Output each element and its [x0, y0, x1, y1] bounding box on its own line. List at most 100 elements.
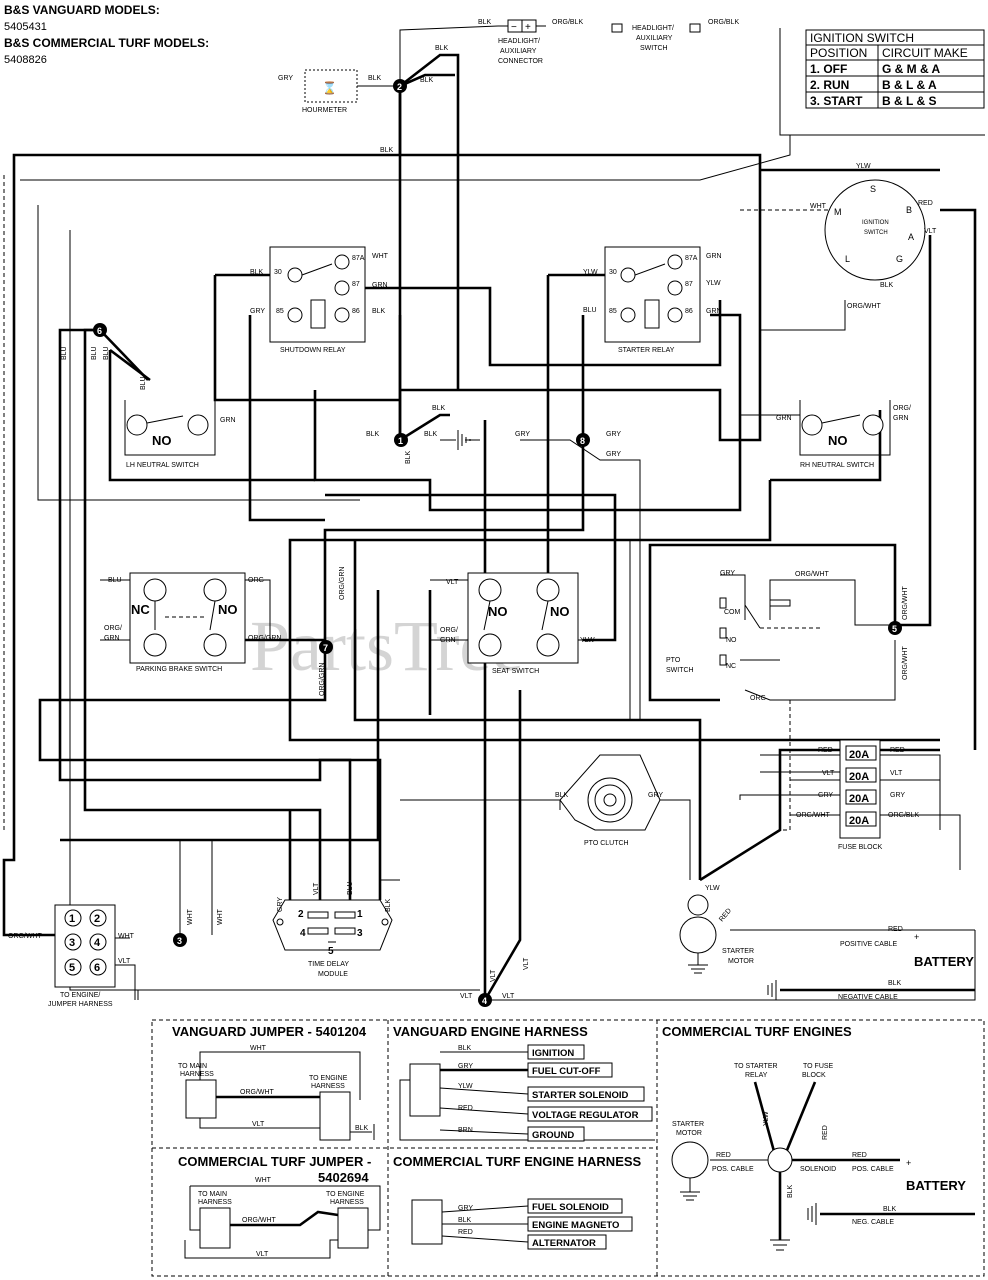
svg-text:ORG/GRN: ORG/GRN: [248, 635, 281, 642]
svg-text:BLK: BLK: [555, 792, 569, 799]
svg-text:POSITIVE CABLE: POSITIVE CABLE: [840, 941, 898, 948]
ignition-switch-table: IGNITION SWITCH POSITION CIRCUIT MAKE 1.…: [779, 28, 985, 136]
svg-text:VLT: VLT: [822, 770, 835, 777]
svg-text:VLT: VLT: [446, 579, 459, 586]
svg-text:RED: RED: [458, 1229, 473, 1236]
svg-text:YLW: YLW: [458, 1083, 473, 1090]
commercial-turf-engines: TO STARTER RELAY TO FUSE BLOCK STARTER M…: [671, 1063, 975, 1251]
svg-text:NEG. CABLE: NEG. CABLE: [852, 1219, 894, 1226]
svg-text:87: 87: [685, 281, 693, 288]
svg-text:YLW: YLW: [583, 269, 598, 276]
svg-text:2: 2: [298, 909, 304, 920]
svg-text:BLK: BLK: [368, 75, 382, 82]
svg-text:HARNESS: HARNESS: [311, 1083, 345, 1090]
svg-text:TO ENGINE: TO ENGINE: [326, 1191, 365, 1198]
svg-text:RED: RED: [818, 747, 833, 754]
header-line3: B&S COMMERCIAL TURF MODELS:: [4, 36, 209, 50]
vj-title: VANGUARD JUMPER - 5401204: [172, 1024, 367, 1039]
svg-text:VLT: VLT: [460, 993, 473, 1000]
svg-text:PTO CLUTCH: PTO CLUTCH: [584, 840, 629, 847]
svg-text:IGNITION: IGNITION: [862, 220, 889, 226]
header-line2: 5405431: [4, 21, 47, 33]
svg-text:VLT: VLT: [490, 969, 497, 982]
svg-text:MOTOR: MOTOR: [728, 958, 754, 965]
svg-text:YLW: YLW: [856, 163, 871, 170]
hourmeter: ⌛ HOURMETER GRY BLK: [278, 69, 398, 114]
svg-text:BLOCK: BLOCK: [802, 1072, 826, 1079]
svg-text:WHT: WHT: [810, 203, 827, 210]
svg-text:VLT: VLT: [256, 1251, 269, 1258]
svg-text:VLT: VLT: [523, 957, 530, 970]
fuse-block: 20A 20A 20A 20A FUSE BLOCK RED VLT GRY O…: [796, 739, 919, 851]
svg-text:NEGATIVE CABLE: NEGATIVE CABLE: [838, 994, 898, 1001]
svg-text:GRN: GRN: [706, 253, 722, 260]
ign-table-title: IGNITION SWITCH: [810, 31, 914, 45]
svg-text:TO FUSE: TO FUSE: [803, 1063, 834, 1070]
svg-text:GRN: GRN: [372, 282, 388, 289]
svg-text:BLK: BLK: [424, 431, 438, 438]
starter-relay: 30 87A 87 85 86 STARTER RELAY YLW GRN YL…: [583, 246, 722, 354]
svg-text:WHT: WHT: [255, 1177, 272, 1184]
svg-text:5: 5: [69, 962, 75, 974]
svg-text:WHT: WHT: [250, 1045, 267, 1052]
svg-text:ORG/: ORG/: [893, 405, 911, 412]
svg-text:1: 1: [398, 436, 403, 446]
svg-text:ORG/GRN: ORG/GRN: [339, 567, 346, 600]
svg-text:WHT: WHT: [217, 908, 224, 925]
svg-text:WHT: WHT: [372, 253, 389, 260]
svg-text:STARTER: STARTER: [722, 948, 754, 955]
svg-text:SWITCH: SWITCH: [864, 230, 888, 236]
svg-text:TO ENGINE/: TO ENGINE/: [60, 992, 100, 999]
svg-text:STARTER RELAY: STARTER RELAY: [618, 347, 675, 354]
svg-text:VLT: VLT: [252, 1121, 265, 1128]
wire-labels: BLK BLK BLK BLU BLU BLU VLT VLT VLT VLT: [61, 45, 530, 1000]
svg-text:FUEL SOLENOID: FUEL SOLENOID: [532, 1202, 609, 1213]
svg-text:HARNESS: HARNESS: [198, 1199, 232, 1206]
svg-text:20A: 20A: [849, 771, 869, 783]
header-line1: B&S VANGUARD MODELS:: [4, 3, 160, 17]
svg-text:BLK: BLK: [250, 269, 264, 276]
time-delay-module: 2 1 4 3 5 TIME DELAY MODULE VLT BLU GRY …: [272, 881, 393, 978]
svg-text:NO: NO: [218, 602, 238, 617]
svg-text:BLK: BLK: [405, 450, 412, 464]
svg-text:BLK: BLK: [888, 980, 902, 987]
svg-text:NO: NO: [152, 433, 172, 448]
svg-text:ORG/WHT: ORG/WHT: [8, 933, 43, 940]
ground-icon: [440, 430, 471, 450]
svg-text:AUXILIARY: AUXILIARY: [500, 48, 537, 55]
svg-text:VOLTAGE REGULATOR: VOLTAGE REGULATOR: [532, 1110, 639, 1121]
svg-text:HEADLIGHT/: HEADLIGHT/: [498, 38, 540, 45]
header-line4: 5408826: [4, 54, 47, 66]
node-1: 1: [394, 433, 408, 447]
svg-text:BLK: BLK: [478, 19, 492, 26]
commercial-turf-jumper: TO MAIN HARNESS TO ENGINE HARNESS WHT OR…: [184, 1177, 381, 1259]
engine-harness-connector: 1 2 3 4 5 6 TO ENGINE/ JUMPER HARNESS OR…: [8, 904, 224, 1008]
svg-text:STARTER SOLENOID: STARTER SOLENOID: [532, 1090, 629, 1101]
svg-text:FUSE BLOCK: FUSE BLOCK: [838, 844, 883, 851]
svg-text:GRY: GRY: [890, 792, 905, 799]
svg-text:PTO: PTO: [666, 657, 681, 664]
svg-text:A: A: [908, 232, 914, 242]
svg-text:RED: RED: [458, 1105, 473, 1112]
svg-text:JUMPER HARNESS: JUMPER HARNESS: [48, 1001, 113, 1008]
svg-text:RED: RED: [822, 1125, 829, 1140]
svg-text:BLU: BLU: [61, 346, 68, 360]
svg-text:YLW: YLW: [706, 280, 721, 287]
svg-text:GRY: GRY: [818, 792, 833, 799]
svg-text:YLW: YLW: [580, 637, 595, 644]
svg-text:GRY: GRY: [648, 792, 663, 799]
svg-text:87: 87: [352, 281, 360, 288]
svg-text:RED: RED: [888, 926, 903, 933]
svg-text:ORG/WHT: ORG/WHT: [240, 1089, 275, 1096]
svg-text:GRY: GRY: [720, 570, 735, 577]
svg-text:HOURMETER: HOURMETER: [302, 107, 347, 114]
svg-text:1: 1: [357, 909, 363, 920]
svg-text:−: −: [511, 22, 517, 33]
svg-text:ORG/WHT: ORG/WHT: [902, 645, 909, 680]
svg-text:87A: 87A: [352, 255, 365, 262]
svg-text:COM: COM: [724, 609, 741, 616]
node-6: 6: [93, 323, 107, 337]
svg-text:GRY: GRY: [458, 1063, 473, 1070]
starter-motor: STARTER MOTOR YLW RED: [679, 885, 754, 974]
svg-text:ORG/: ORG/: [104, 625, 122, 632]
